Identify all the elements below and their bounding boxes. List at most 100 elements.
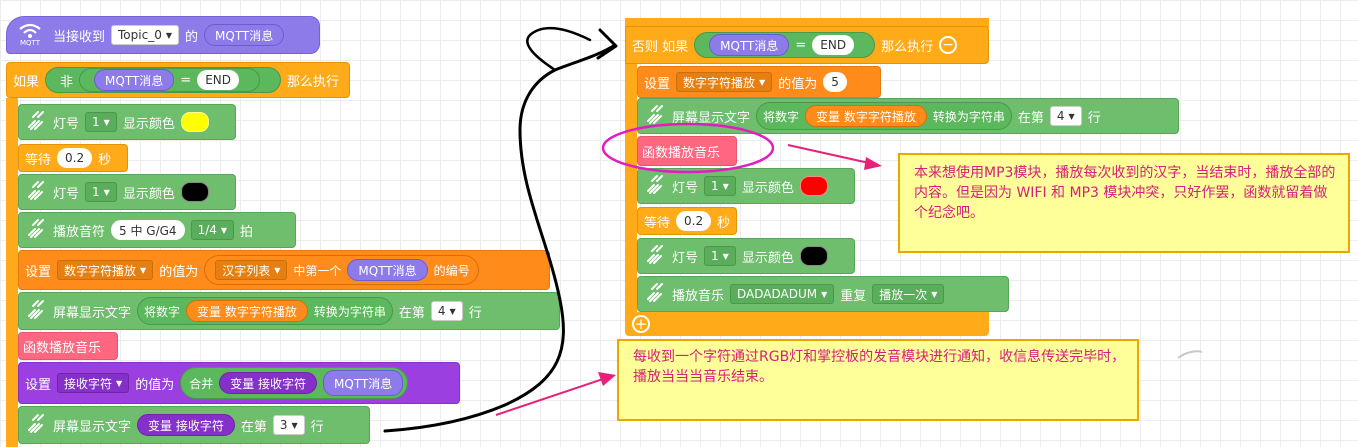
led-number-dropdown[interactable]: 1▼ [85, 182, 117, 202]
mqtt-message-reporter[interactable]: MQTT消息 [204, 24, 285, 46]
led-label: 灯号 [672, 180, 699, 196]
else-if-arm [625, 64, 637, 314]
show-color-label: 显示颜色 [741, 180, 794, 196]
wifi-icon: MQTT [13, 23, 47, 47]
rgb-hand-icon [25, 298, 47, 324]
led-number-dropdown[interactable]: 1▼ [85, 112, 117, 132]
led-label: 灯号 [53, 116, 80, 132]
set-variable-block-1[interactable]: 设置 数字字符播放▼ 的值为 汉字列表▼ 中第一个 MQTT消息 的编号 [18, 250, 550, 290]
screen-text-label: 屏幕显示文字 [53, 305, 132, 321]
play-note-label: 播放音符 [53, 224, 106, 240]
mqtt-message-reporter[interactable]: MQTT消息 [94, 69, 175, 91]
list-index-reporter[interactable]: 汉字列表▼ 中第一个 MQTT消息 的编号 [204, 255, 479, 285]
then-label: 那么执行 [881, 39, 934, 55]
wait-label: 等待 [644, 215, 671, 231]
list-dropdown[interactable]: 汉字列表▼ [215, 260, 288, 280]
function-label: 函数播放音乐 [23, 340, 102, 356]
rgb-hand-icon [25, 179, 47, 205]
variable-reporter[interactable]: 变量 接收字符 [219, 372, 318, 394]
screen-text-block-1[interactable]: 屏幕显示文字 将数字 变量 数字字符播放 转换为字符串 在第 4▼ 行 [18, 292, 560, 330]
led-color-block-1[interactable]: 灯号 1▼ 显示颜色 [18, 104, 236, 140]
repeat-mode-dropdown[interactable]: 播放一次▼ [872, 284, 945, 304]
beat-dropdown[interactable]: 1/4▼ [190, 220, 235, 240]
function-label: 函数播放音乐 [642, 145, 721, 161]
wait-label: 等待 [25, 152, 52, 168]
row-unit-label: 行 [310, 419, 324, 435]
plus-circle-icon[interactable]: + [632, 315, 650, 333]
number-to-string-reporter[interactable]: 将数字 变量 数字字符播放 转换为字符串 [137, 297, 393, 325]
led-color-block-2[interactable]: 灯号 1▼ 显示颜色 [637, 238, 855, 274]
led-color-block-2[interactable]: 灯号 1▼ 显示颜色 [18, 174, 236, 210]
led-number-dropdown[interactable]: 1▼ [704, 246, 736, 266]
annotation-note-mp3: 本来想使用MP3模块，播放每次收到的汉字，当结束时，播放全部的内容。但是因为 W… [898, 153, 1350, 253]
row-unit-label: 行 [1087, 110, 1101, 126]
row-dropdown[interactable]: 4▼ [1049, 106, 1082, 126]
rgb-hand-icon [644, 243, 666, 269]
row-dropdown[interactable]: 4▼ [430, 301, 463, 321]
variable-reporter[interactable]: 变量 数字字符播放 [805, 105, 927, 127]
mqtt-message-reporter[interactable]: MQTT消息 [323, 370, 404, 396]
end-value[interactable]: END [197, 70, 239, 90]
pink-arrowhead-1 [864, 157, 882, 170]
first-in-list-label: 中第一个 [293, 263, 342, 278]
led-color-block-1[interactable]: 灯号 1▼ 显示颜色 [637, 168, 855, 204]
hat-when-label: 当接收到 [53, 29, 106, 45]
then-label: 那么执行 [287, 74, 340, 90]
variable-dropdown[interactable]: 数字字符播放▼ [676, 72, 773, 92]
if-arm [6, 98, 18, 447]
at-row-label: 在第 [240, 419, 267, 435]
color-swatch-black[interactable] [799, 246, 828, 266]
wait-block[interactable]: 等待 0.2 秒 [637, 207, 737, 235]
variable-reporter[interactable]: 变量 接收字符 [137, 414, 235, 436]
equals-condition[interactable]: MQTT消息 = END [79, 68, 260, 92]
mqtt-message-reporter[interactable]: MQTT消息 [347, 259, 428, 281]
call-play-music-function[interactable]: 函数播放音乐 [637, 136, 737, 166]
equals-condition[interactable]: MQTT消息 = END [694, 32, 876, 58]
screen-text-block-2[interactable]: 屏幕显示文字 变量 接收字符 在第 3▼ 行 [18, 406, 370, 444]
mqtt-icon-label: MQTT [20, 39, 40, 47]
if-label: 如果 [13, 74, 40, 90]
convert-label: 转换为字符串 [313, 304, 386, 319]
wait-seconds-input[interactable]: 0.2 [676, 211, 712, 231]
not-condition[interactable]: 非 MQTT消息 = END [45, 67, 281, 93]
call-play-music-function[interactable]: 函数播放音乐 [18, 332, 118, 360]
wait-block-1[interactable]: 等待 0.2 秒 [18, 144, 128, 172]
led-label: 灯号 [672, 250, 699, 266]
rgb-hand-icon [644, 103, 666, 129]
index-label: 的编号 [433, 263, 470, 278]
variable-reporter[interactable]: 变量 数字字符播放 [186, 300, 308, 322]
note-pitch-input[interactable]: 5 中 G/G4 [111, 220, 185, 240]
minus-circle-icon[interactable]: − [939, 36, 958, 54]
rgb-hand-icon [644, 281, 666, 307]
hat-of-label: 的 [185, 29, 199, 45]
variable-dropdown[interactable]: 接收字符▼ [57, 373, 130, 393]
value-of-label: 的值为 [159, 264, 199, 280]
song-dropdown[interactable]: DADADADUM▼ [730, 284, 835, 304]
mqtt-message-reporter[interactable]: MQTT消息 [709, 34, 790, 56]
color-swatch-yellow[interactable] [180, 112, 209, 132]
else-if-block[interactable]: 否则 如果 MQTT消息 = END 那么执行 − [625, 26, 989, 64]
if-block[interactable]: 如果 非 MQTT消息 = END 那么执行 [6, 62, 350, 98]
topic-dropdown[interactable]: Topic_0▼ [111, 25, 179, 45]
color-swatch-red[interactable] [799, 176, 828, 196]
set-label: 设置 [25, 264, 52, 280]
number-to-string-reporter[interactable]: 将数字 变量 数字字符播放 转换为字符串 [756, 102, 1012, 130]
set-variable-block-2[interactable]: 设置 接收字符▼ 的值为 合并 变量 接收字符 MQTT消息 [18, 362, 460, 404]
screen-text-block[interactable]: 屏幕显示文字 将数字 变量 数字字符播放 转换为字符串 在第 4▼ 行 [637, 98, 1179, 134]
rgb-hand-icon [25, 109, 47, 135]
wait-seconds-input[interactable]: 0.2 [57, 148, 93, 168]
join-reporter[interactable]: 合并 变量 接收字符 MQTT消息 [180, 367, 409, 399]
row-dropdown[interactable]: 3▼ [272, 415, 305, 435]
color-swatch-black[interactable] [180, 182, 209, 202]
pink-arrowhead-2 [598, 372, 616, 386]
set-variable-block[interactable]: 设置 数字字符播放▼ 的值为 5 [637, 66, 881, 98]
screen-text-label: 屏幕显示文字 [672, 110, 751, 126]
value-input[interactable]: 5 [823, 72, 847, 92]
else-if-label: 否则 如果 [632, 39, 689, 55]
play-note-block[interactable]: 播放音符 5 中 G/G4 1/4▼ 拍 [18, 212, 296, 248]
variable-dropdown[interactable]: 数字字符播放▼ [57, 260, 154, 280]
led-number-dropdown[interactable]: 1▼ [704, 176, 736, 196]
play-music-block[interactable]: 播放音乐 DADADADUM▼ 重复 播放一次▼ [637, 276, 1009, 312]
end-value[interactable]: END [812, 35, 855, 55]
mqtt-hat-block[interactable]: MQTT 当接收到 Topic_0▼ 的 MQTT消息 [6, 16, 320, 54]
